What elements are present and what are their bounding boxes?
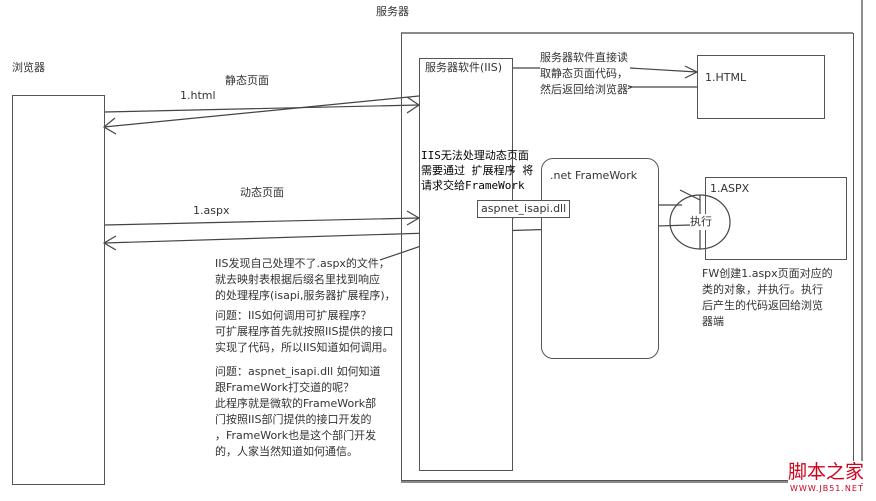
iis-dynamic-note: IIS无法处理动态页面 需要通过 扩展程序 将 请求交给FrameWork <box>421 148 533 193</box>
note-line: 需要通过 扩展程序 将 <box>421 164 534 177</box>
html-file-box <box>697 55 825 119</box>
fw-note: FW创建1.aspx页面对应的 类的对象，并执行。执行 后产生的代码返回给浏览 … <box>702 266 833 330</box>
note-line: 可扩展程序首先就按照IIS提供的接口 <box>215 325 394 338</box>
note-line: 类的对象，并执行。执行 <box>702 283 823 296</box>
static-file-label: 1.html <box>180 89 216 102</box>
note-line: 然后返回给浏览器 <box>540 83 628 96</box>
note-line: IIS发现自己处理不了.aspx的文件， <box>215 257 390 270</box>
note-line: 此程序就是微软的FrameWork部 <box>215 397 377 410</box>
note-line: IIS无法处理动态页面 <box>421 149 529 162</box>
note-line: 跟FrameWork打交道的呢？ <box>215 381 355 394</box>
html-file-label: 1.HTML <box>705 71 747 84</box>
note-line: 请求交给FrameWork <box>421 179 525 192</box>
note-line: 的，人家当然知道如何通信。 <box>215 445 358 458</box>
note-line: 后产生的代码返回给浏览 <box>702 299 823 312</box>
watermark-logo: 脚本之家 <box>788 461 865 483</box>
dynamic-file-label: 1.aspx <box>193 204 230 217</box>
aspx-file-label: 1.ASPX <box>710 182 750 195</box>
note-line: 问题：aspnet_isapi.dll 如何知道 <box>215 365 381 378</box>
browser-label: 浏览器 <box>12 61 45 74</box>
note-line: FW创建1.aspx页面对应的 <box>702 267 833 280</box>
framework-box <box>541 158 659 359</box>
note-line: 实现了代码，所以IIS知道如何调用。 <box>215 341 394 354</box>
note-line: ，FrameWork也是这个部门开发 <box>215 429 377 442</box>
static-page-label: 静态页面 <box>225 74 269 87</box>
note-line: 问题：IIS如何调用可扩展程序？ <box>215 309 372 322</box>
explanation-text: IIS发现自己处理不了.aspx的文件， 就去映射表根据后缀名里找到响应 的处理… <box>215 256 396 460</box>
note-line: 门按照IIS部门提供的接口开发的 <box>215 413 372 426</box>
iis-static-note: 服务器软件直接读 取静态页面代码， 然后返回给浏览器 <box>540 50 628 98</box>
note-line: 服务器软件直接读 <box>540 51 628 64</box>
server-box <box>401 33 854 481</box>
iis-box <box>419 58 513 471</box>
framework-label: .net FrameWork <box>550 169 638 182</box>
browser-box <box>12 95 105 485</box>
note-line: 就去映射表根据后缀名里找到响应 <box>215 273 380 286</box>
dynamic-page-label: 动态页面 <box>240 186 284 199</box>
server-label: 服务器 <box>376 5 409 18</box>
iis-label: 服务器软件(IIS) <box>425 61 503 74</box>
note-line: 取静态页面代码， <box>540 67 628 80</box>
execute-label: 执行 <box>690 214 712 230</box>
isapi-box: aspnet_isapi.dll <box>477 200 571 218</box>
note-line: 的处理程序(isapi,服务器扩展程序)， <box>215 289 396 302</box>
note-line: 器端 <box>702 315 724 328</box>
watermark-url: www.jb51.net <box>790 484 864 493</box>
